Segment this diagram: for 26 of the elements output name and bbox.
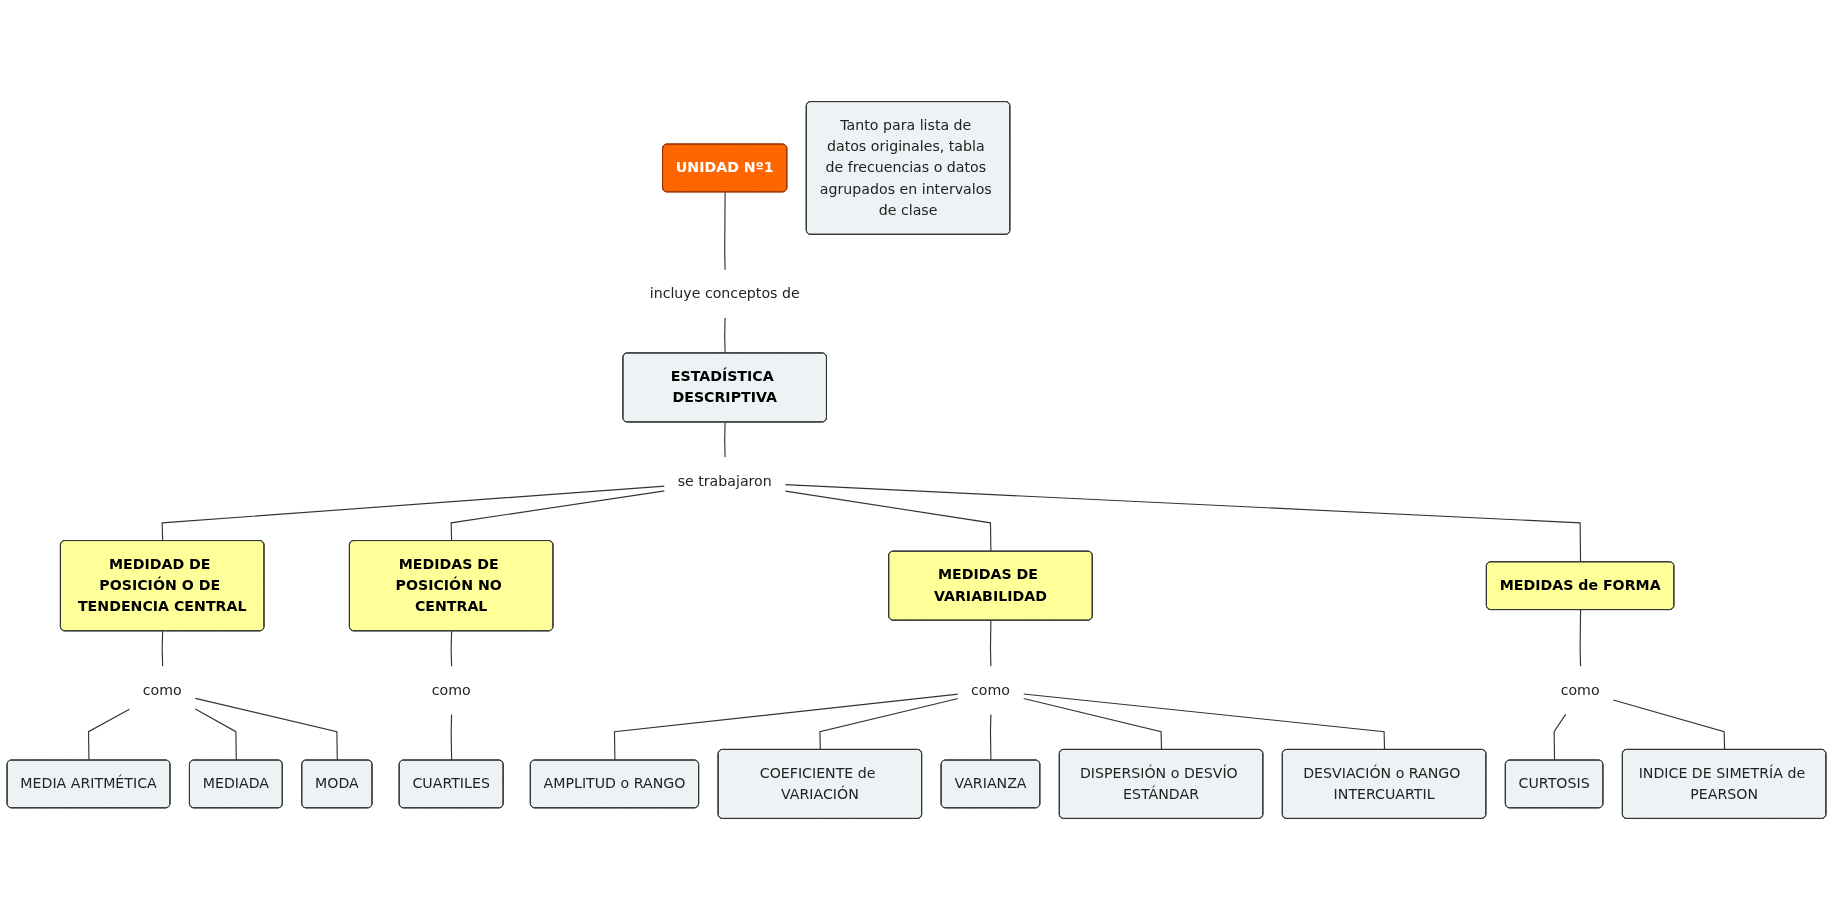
connector: [450, 490, 666, 542]
connector: [1023, 697, 1163, 751]
connector: [784, 484, 1582, 563]
connector: [819, 697, 959, 751]
connector: [724, 191, 726, 271]
connector: [1579, 609, 1582, 668]
connector: [1612, 699, 1726, 751]
connector: [613, 693, 959, 762]
node-text: como: [431, 681, 471, 699]
connector: [161, 630, 164, 668]
node-text: como: [142, 681, 182, 699]
connector: [450, 630, 453, 668]
connector: [989, 620, 992, 668]
connector: [784, 490, 992, 553]
connector: [450, 713, 453, 762]
node-text: como: [1560, 681, 1600, 699]
node-text: como: [971, 681, 1010, 699]
node-text: se trabajaron: [677, 472, 772, 490]
connector: [724, 421, 726, 459]
connector: [161, 485, 666, 542]
connector: [194, 697, 338, 762]
node-text: incluye conceptos de: [649, 284, 800, 302]
connector: [724, 317, 726, 354]
connector: [1553, 713, 1567, 762]
connector: [1023, 693, 1386, 751]
connector: [989, 713, 992, 762]
